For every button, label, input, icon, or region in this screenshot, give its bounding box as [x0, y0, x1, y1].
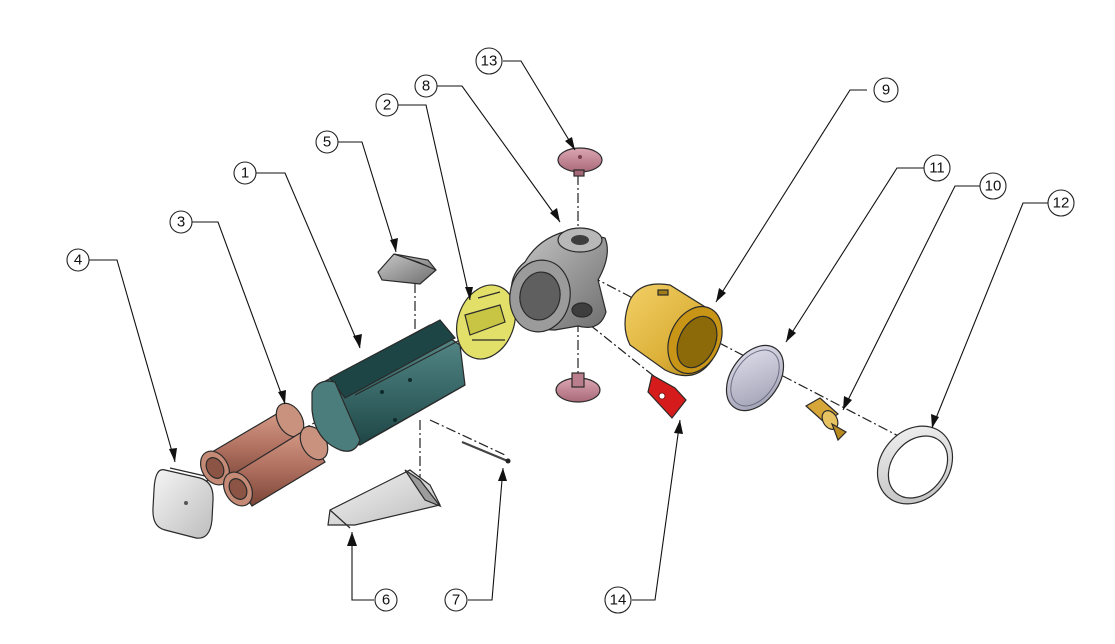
arrowhead-6 [347, 532, 357, 546]
part-8-head [509, 227, 608, 333]
balloon-5-label: 5 [323, 134, 331, 151]
part-6-bracket [327, 469, 442, 529]
balloon-9: 9 [873, 77, 899, 103]
leader-6 [351, 532, 374, 601]
arrowhead-12 [931, 414, 939, 428]
leader-5 [338, 141, 397, 253]
balloon-14: 14 [604, 586, 632, 614]
balloon-7: 7 [444, 588, 468, 612]
balloon-2-label: 2 [383, 97, 391, 114]
part-2-disc [456, 284, 516, 360]
leader-1 [256, 172, 361, 349]
part-11-lens [725, 344, 785, 412]
balloon-12-label: 12 [1053, 195, 1070, 212]
balloon-1-label: 1 [241, 165, 249, 182]
balloon-8-label: 8 [422, 78, 430, 95]
arrowhead-7 [498, 468, 507, 481]
part-12-ring [876, 425, 954, 505]
leader-7 [468, 467, 504, 601]
balloon-4: 4 [66, 248, 90, 272]
balloon-7-label: 7 [452, 592, 460, 609]
arrowhead-14 [674, 420, 683, 434]
balloon-1: 1 [233, 161, 257, 185]
part-3-batteries [199, 402, 329, 507]
part-9-housing [624, 283, 723, 377]
arrowhead-10 [843, 396, 852, 410]
balloon-14-label: 14 [610, 592, 627, 609]
part-7-rod [461, 440, 511, 464]
balloon-9-label: 9 [882, 82, 890, 99]
arrowhead-13 [565, 137, 575, 150]
leader-13 [503, 60, 576, 151]
pink-cap-bottom [555, 372, 601, 403]
balloon-8: 8 [414, 74, 438, 98]
axis-part-7 [429, 419, 506, 456]
leader-12 [931, 202, 1048, 429]
balloon-13: 13 [475, 47, 503, 75]
part-10-pin [804, 397, 847, 442]
leader-2 [398, 104, 471, 301]
leader-14 [632, 419, 681, 601]
leader-8 [437, 85, 561, 223]
part-13-cap [557, 147, 603, 177]
arrowhead-2 [465, 287, 473, 300]
balloon-3-label: 3 [177, 214, 185, 231]
leader-arrowheads [169, 137, 939, 546]
balloon-12: 12 [1047, 189, 1075, 217]
arrowhead-11 [786, 328, 796, 342]
arrowhead-1 [353, 334, 362, 348]
part-14-clip [647, 374, 687, 419]
balloon-10: 10 [979, 172, 1007, 200]
part-1-battery-tube [311, 319, 466, 452]
arrowhead-3 [278, 390, 286, 404]
balloon-5: 5 [315, 130, 339, 154]
arrowhead-4 [169, 448, 177, 462]
balloon-10-label: 10 [985, 178, 1002, 195]
part-5-cover [377, 253, 437, 285]
balloon-6-label: 6 [382, 592, 390, 609]
leader-lines [89, 60, 1048, 601]
balloon-11-label: 11 [929, 160, 945, 177]
balloon-6: 6 [374, 588, 398, 612]
arrowhead-8 [550, 208, 560, 222]
leader-3 [192, 221, 286, 405]
arrowhead-5 [390, 238, 398, 252]
balloons: 1 2 3 4 5 6 7 8 [66, 47, 1075, 614]
balloon-3: 3 [169, 210, 193, 234]
arrowhead-9 [716, 288, 726, 302]
balloon-13-label: 13 [481, 53, 498, 70]
part-4-end-plate [152, 467, 214, 539]
balloon-2: 2 [375, 93, 399, 117]
leader-10 [842, 185, 980, 411]
leader-9 [715, 89, 867, 303]
leader-4 [89, 259, 176, 463]
balloon-11: 11 [923, 154, 951, 182]
balloon-4-label: 4 [74, 252, 82, 269]
leader-11 [785, 167, 924, 343]
